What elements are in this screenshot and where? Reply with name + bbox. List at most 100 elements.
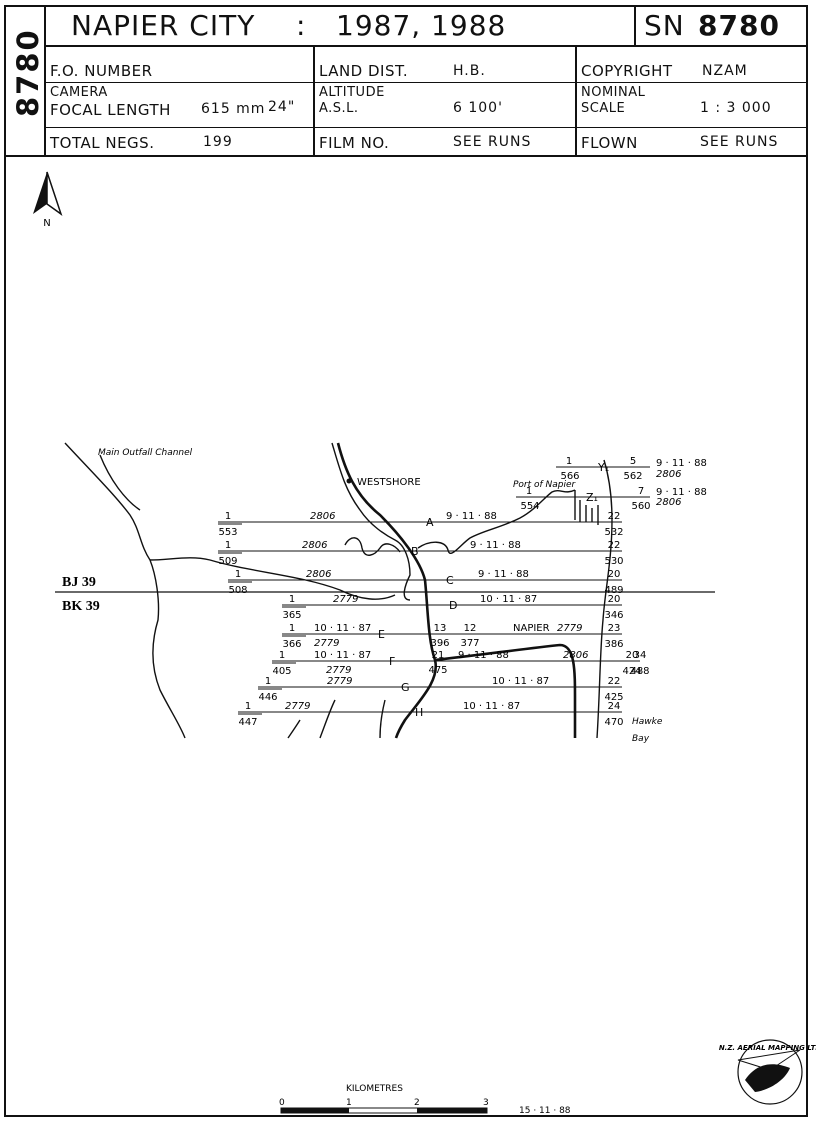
fo-number-label: F.O. NUMBER: [50, 62, 153, 80]
run-start-frame: 1: [265, 676, 271, 687]
run-far-frame: 34: [634, 650, 647, 661]
run-start-negative: 508: [228, 585, 247, 596]
highway-line: [336, 442, 438, 739]
road-line: [434, 643, 577, 738]
run-end-frame: 23: [608, 623, 621, 634]
run-film: 2779: [557, 623, 582, 634]
run-film: 2806: [302, 540, 327, 551]
label-port-of-napier: Port of Napier: [513, 480, 577, 490]
run-start-negative: 509: [218, 556, 237, 567]
run-mid-frame: 12: [464, 623, 477, 634]
run-end-negative: 425: [604, 692, 623, 703]
run-end-frame: 5: [630, 456, 636, 467]
scale-label: SCALE: [581, 101, 626, 116]
run-start-frame: 1: [225, 511, 231, 522]
run-end-negative: 470: [604, 717, 623, 728]
run-end-frame: 22: [608, 540, 621, 551]
copyright-value: NZAM: [702, 63, 748, 79]
run-film: 2779: [314, 638, 339, 649]
altitude-value: 6 100': [453, 100, 503, 116]
scale-segment-3: [417, 1108, 487, 1113]
run-start-negative: 446: [258, 692, 277, 703]
grid-label-bk: BK 39: [62, 599, 100, 614]
run-mid-frame: 13: [434, 623, 447, 634]
scale-segment-1: [281, 1108, 349, 1113]
label-westshore: WESTSHORE: [357, 477, 421, 488]
run-start-frame: 1: [235, 569, 241, 580]
flown-value: SEE RUNS: [700, 134, 779, 150]
run-end-frame: 20: [608, 569, 621, 580]
total-negs-label: TOTAL NEGS.: [50, 134, 155, 152]
grid-label-bj: BJ 39: [62, 575, 96, 590]
land-dist-value: H.B.: [453, 63, 486, 79]
focal-length-inches: 24": [268, 99, 296, 115]
run-date: 9 · 11 · 88: [458, 650, 509, 661]
run-film: 2806: [563, 650, 588, 661]
run-date: 10 · 11 · 87: [463, 701, 520, 712]
run-end-negative: 489: [604, 585, 623, 596]
run-date: 9 · 11 · 88: [656, 458, 707, 469]
run-end-negative: 346: [604, 610, 623, 621]
company-logo-icon: N.Z. AERIAL MAPPING LTD: [719, 1039, 816, 1105]
run-letter: B: [411, 545, 419, 558]
copyright-label: COPYRIGHT: [581, 62, 673, 80]
run-date: 9 · 11 · 88: [446, 511, 497, 522]
westshore-dot-icon: [346, 478, 352, 484]
run-date: 10 · 11 · 87: [314, 650, 371, 661]
run-letter: H: [415, 706, 423, 719]
run-start-negative: 553: [218, 527, 237, 538]
title-separator: :: [296, 9, 307, 42]
run-film: 2806: [656, 469, 681, 480]
scale-tick-1: 1: [346, 1098, 352, 1108]
run-letter: G: [401, 681, 410, 694]
run-start-negative: 566: [560, 471, 579, 482]
scale-tick-0: 0: [279, 1098, 285, 1108]
label-bay: Bay: [632, 734, 650, 744]
run-letter: Z₁: [586, 491, 598, 504]
north-arrow-icon: N: [33, 171, 63, 229]
run-date: 9 · 11 · 88: [470, 540, 521, 551]
run-film: 2806: [310, 511, 335, 522]
nominal-label: NOMINAL: [581, 85, 646, 100]
run-start-negative: 447: [238, 717, 257, 728]
scale-tick-2: 2: [414, 1098, 420, 1108]
sheet-years: 1987, 1988: [336, 9, 507, 42]
run-end-frame: 22: [608, 511, 621, 522]
flown-label: FLOWN: [581, 134, 638, 152]
run-end-frame: 7: [638, 486, 644, 497]
run-letter: E: [378, 628, 385, 641]
run-letter: D: [449, 599, 457, 612]
film-no-value: SEE RUNS: [453, 134, 532, 150]
film-no-label: FILM NO.: [319, 134, 390, 152]
label-main-outfall: Main Outfall Channel: [98, 448, 193, 458]
run-film: 2806: [656, 497, 681, 508]
total-negs-value: 199: [203, 134, 233, 150]
camera-label: CAMERA: [50, 85, 108, 100]
run-mid-negative: 396: [430, 638, 449, 649]
run-start-negative: 365: [282, 610, 301, 621]
scale-bar: KILOMETRES 0 1 2 3 15 · 11 · 88: [279, 1084, 571, 1116]
run-end-frame: 20: [626, 650, 639, 661]
run-start-frame: 1: [526, 486, 532, 497]
map-sheet: 8780 NAPIER CITY : 1987, 1988 SN 8780 F.…: [4, 5, 808, 1117]
land-dist-label: LAND DIST.: [319, 62, 409, 80]
run-end-negative: 386: [604, 639, 623, 650]
logo-text: N.Z. AERIAL MAPPING LTD: [719, 1044, 816, 1052]
scale-tick-3: 3: [483, 1098, 489, 1108]
run-start-frame: 1: [225, 540, 231, 551]
focal-length-value: 615 mm: [201, 101, 266, 117]
run-letter: A: [426, 516, 434, 529]
run-letter: C: [446, 574, 454, 587]
run-film: 2779: [327, 676, 352, 687]
focal-length-label: FOCAL LENGTH: [50, 101, 171, 119]
run-film: 2779: [326, 665, 351, 676]
run-end-negative: 532: [604, 527, 623, 538]
scale-value: 1 : 3 000: [700, 100, 772, 116]
run-film: 2806: [306, 569, 331, 580]
header-table: 8780 NAPIER CITY : 1987, 1988 SN 8780 F.…: [6, 7, 806, 157]
run-date: 9 · 11 · 88: [478, 569, 529, 580]
run-start-frame: 1: [289, 623, 295, 634]
run-end-negative: 560: [631, 501, 650, 512]
